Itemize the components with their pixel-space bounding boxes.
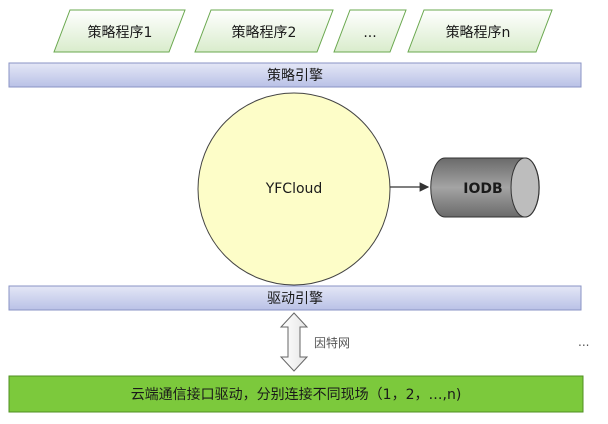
cloud-driver-label: 云端通信接口驱动，分别连接不同现场（1，2，…,n)	[131, 386, 462, 403]
strategy-program-ellipsis-label: ...	[363, 25, 376, 41]
internet-label: 因特网	[314, 335, 350, 350]
strategy-program-n-label: 策略程序n	[446, 24, 511, 41]
right-ellipsis: ...	[578, 335, 589, 349]
cloud-driver-bar: 云端通信接口驱动，分别连接不同现场（1，2，…,n)	[8, 375, 584, 413]
strategy-engine-label: 策略引擎	[267, 67, 323, 84]
strategy-program-2-label: 策略程序2	[232, 24, 297, 41]
driver-engine-label: 驱动引擎	[267, 291, 323, 307]
yfcloud-label: YFCloud	[265, 181, 323, 197]
strategy-program-n: 策略程序n	[407, 9, 553, 53]
strategy-engine-bar: 策略引擎	[8, 62, 582, 88]
iodb-cylinder: IODB	[430, 157, 540, 218]
strategy-program-1: 策略程序1	[53, 9, 186, 53]
strategy-program-2: 策略程序2	[194, 9, 334, 53]
strategy-program-ellipsis: ...	[333, 9, 407, 53]
driver-engine-bar: 驱动引擎	[8, 285, 582, 311]
yfcloud-node: YFCloud	[197, 92, 391, 286]
iodb-label: IODB	[463, 181, 502, 197]
internet-double-arrow	[279, 312, 309, 372]
strategy-program-1-label: 策略程序1	[88, 24, 153, 41]
